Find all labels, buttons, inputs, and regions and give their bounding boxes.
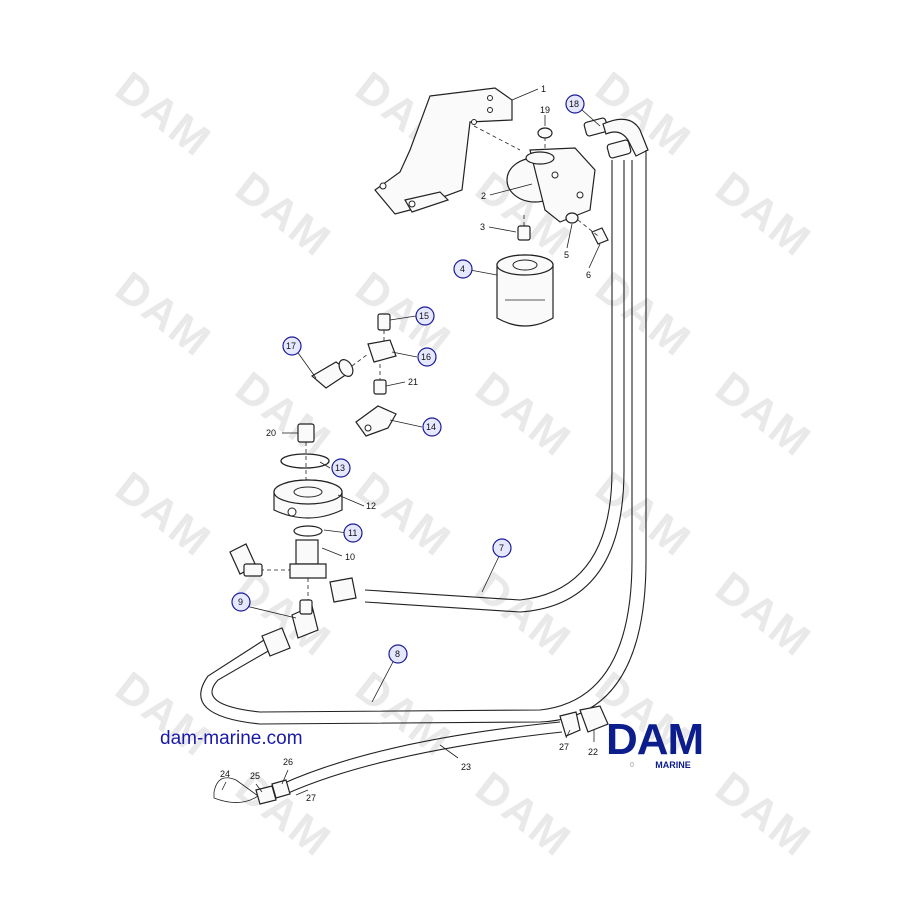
adapter-fitting-body	[260, 539, 327, 600]
svg-text:4: 4	[460, 264, 465, 274]
callout-15: 15	[415, 306, 435, 326]
callout-19: 19	[540, 105, 550, 115]
supply-hose	[200, 150, 647, 725]
svg-text:8: 8	[395, 649, 400, 659]
svg-text:27: 27	[559, 742, 569, 752]
callout-1: 1	[541, 84, 546, 94]
bolt	[577, 219, 609, 245]
logo-text: DAM	[606, 715, 704, 764]
o-ring-small	[293, 525, 323, 537]
svg-text:2: 2	[481, 191, 486, 201]
logo-subtext: MARINE	[655, 760, 691, 770]
o-ring-seal	[537, 127, 553, 139]
mounting-bracket	[374, 87, 521, 215]
svg-text:18: 18	[569, 99, 579, 109]
svg-text:25: 25	[250, 771, 260, 781]
drain-hose	[281, 705, 609, 795]
callout-10: 10	[345, 552, 355, 562]
svg-text:15: 15	[419, 311, 429, 321]
svg-text:24: 24	[220, 769, 230, 779]
center-stud	[297, 423, 315, 480]
sender-plug	[377, 313, 391, 345]
callout-14: 14	[422, 417, 442, 437]
svg-text:3: 3	[480, 222, 485, 232]
svg-text:20: 20	[266, 428, 276, 438]
callout-13: 13	[331, 458, 351, 478]
return-hose	[364, 160, 625, 613]
dam-marine-logo: DAM MARINE	[606, 715, 740, 771]
callout-27a: 27	[306, 793, 316, 803]
callout-8: 8	[388, 644, 408, 664]
drawing-code: 0	[630, 762, 634, 769]
callout-23: 23	[461, 762, 471, 772]
callout-17: 17	[282, 336, 302, 356]
svg-text:7: 7	[499, 543, 504, 553]
callout-12: 12	[366, 501, 376, 511]
hose-end-fittings	[261, 577, 357, 657]
svg-text:11: 11	[348, 528, 357, 538]
svg-text:17: 17	[286, 341, 296, 351]
callout-9: 9	[231, 592, 251, 612]
svg-text:10: 10	[345, 552, 355, 562]
callout-3: 3	[480, 222, 485, 232]
svg-text:21: 21	[408, 377, 418, 387]
callout-4: 4	[453, 259, 473, 279]
svg-text:14: 14	[426, 422, 436, 432]
pressure-sender	[310, 353, 369, 389]
callout-16: 16	[417, 347, 437, 367]
callout-26: 26	[283, 757, 293, 767]
angle-fitting	[355, 405, 397, 437]
filter-head	[506, 127, 596, 223]
callout-5: 5	[564, 250, 569, 260]
svg-text:9: 9	[238, 597, 243, 607]
svg-text:19: 19	[540, 105, 550, 115]
callout-7: 7	[492, 538, 512, 558]
site-url-link[interactable]: dam-marine.com	[160, 728, 303, 749]
svg-text:5: 5	[564, 250, 569, 260]
adapter-fitting	[373, 364, 387, 395]
callout-25: 25	[250, 771, 260, 781]
elbow-fittings	[229, 543, 319, 639]
o-ring-large	[280, 453, 330, 469]
svg-text:16: 16	[421, 352, 431, 362]
callout-27b: 27	[559, 742, 569, 752]
drain-cap	[213, 777, 291, 805]
svg-text:13: 13	[335, 463, 345, 473]
svg-text:23: 23	[461, 762, 471, 772]
callout-11: 11	[343, 523, 363, 543]
svg-text:6: 6	[586, 270, 591, 280]
callout-labels: 1 2 3 4 5 6 7 8 9 10 11 12 13 14 15 16 1…	[220, 84, 598, 803]
threaded-nipple	[517, 215, 531, 241]
callout-21: 21	[408, 377, 418, 387]
filter-adapter	[273, 479, 343, 519]
svg-text:22: 22	[588, 747, 598, 757]
svg-text:1: 1	[541, 84, 546, 94]
washer	[565, 212, 579, 224]
callout-20: 20	[266, 428, 276, 438]
callout-6: 6	[586, 270, 591, 280]
leader-lines	[221, 88, 601, 796]
svg-text:26: 26	[283, 757, 293, 767]
svg-text:27: 27	[306, 793, 316, 803]
svg-text:12: 12	[366, 501, 376, 511]
callout-18: 18	[565, 94, 585, 114]
oil-filter	[496, 254, 554, 327]
callout-24: 24	[220, 769, 230, 779]
callout-2: 2	[481, 191, 486, 201]
hose-elbow-fittings	[583, 117, 649, 159]
tee-block	[367, 339, 397, 363]
callout-22: 22	[588, 747, 598, 757]
